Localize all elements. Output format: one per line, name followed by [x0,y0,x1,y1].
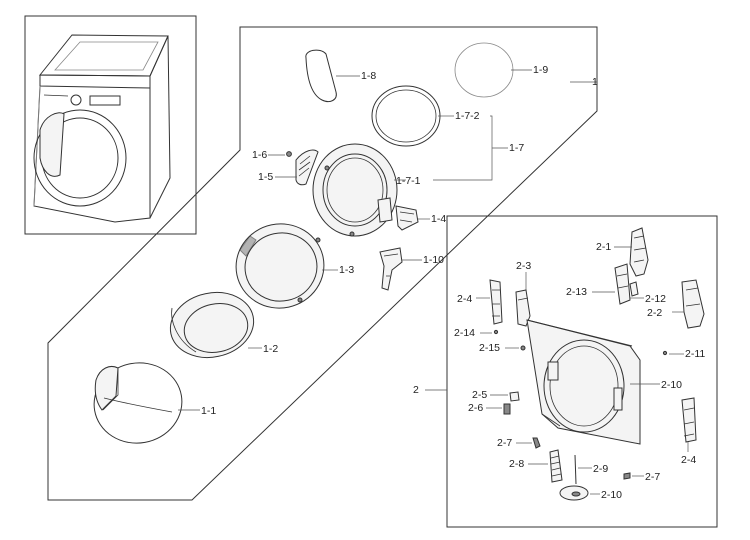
part-2-5-2-6-drawing [486,391,520,415]
callout-2: 2 [413,384,419,396]
callout-2-6: 2-6 [468,402,483,414]
control-panel-frame [446,215,718,528]
part-1-8-drawing [305,49,337,103]
part-1-5-drawing [275,149,319,186]
callout-2-10-panel: 2-10 [661,379,682,391]
callout-1-10: 1-10 [423,254,444,266]
callout-2-4-left: 2-4 [457,293,472,305]
part-2-3-drawing [515,272,531,327]
part-1-9-drawing [454,42,514,98]
part-2-10-panel-drawing [526,319,660,445]
callout-2-1: 2-1 [596,241,611,253]
callout-2-8: 2-8 [509,458,524,470]
part-2-4-left-drawing [476,279,503,325]
callout-2-12: 2-12 [645,293,666,305]
callout-1-5: 1-5 [258,171,273,183]
door-assembly-frame [47,26,598,501]
part-2-12-2-13-drawing [592,263,644,305]
callout-1: 1 [592,76,598,88]
callout-1-4: 1-4 [431,213,446,225]
callout-1-8: 1-8 [361,70,376,82]
part-1-7-bracket [433,115,508,181]
callout-2-15: 2-15 [479,342,500,354]
callout-1-1: 1-1 [201,405,216,417]
part-1-6-drawing [268,151,292,157]
part-1-7-2-drawing [371,85,441,147]
callout-1-9: 1-9 [533,64,548,76]
part-1-2-drawing [169,292,262,358]
part-1-3-drawing [235,223,338,309]
part-2-2-drawing [672,279,705,329]
part-2-8-drawing [528,449,563,483]
callout-2-11: 2-11 [685,348,705,360]
callout-2-7-right: 2-7 [645,471,660,483]
washer-overview-illustration [33,34,171,223]
callout-1-3: 1-3 [339,264,354,276]
part-1-1-drawing [93,362,200,444]
part-2-4-right-drawing [681,397,697,452]
callout-2-7-left: 2-7 [497,437,512,449]
part-2-9-drawing [574,454,592,485]
part-2-11-drawing [662,350,684,356]
part-1-4-drawing [395,205,430,231]
callout-1-7: 1-7 [509,142,524,154]
callout-2-14: 2-14 [454,327,475,339]
callout-2-4-right: 2-4 [681,454,696,466]
callout-2-3: 2-3 [516,260,531,272]
part-2-1-drawing [614,227,649,277]
callout-2-13: 2-13 [566,286,587,298]
part-2-14-2-15-drawing [480,329,526,351]
callout-2-10-knob: 2-10 [601,489,622,501]
washer-overview-panel [24,15,197,235]
part-2-10-knob-drawing [559,485,600,501]
callout-2-2: 2-2 [647,307,662,319]
callout-1-2: 1-2 [263,343,278,355]
part-1-7-1-drawing [312,143,406,237]
callout-1-7-1: 1-7-1 [396,175,421,187]
callout-2-5: 2-5 [472,389,487,401]
callout-1-7-2: 1-7-2 [455,110,480,122]
part-2-7-drawing [516,437,644,480]
callout-2-9: 2-9 [593,463,608,475]
callout-1-6: 1-6 [252,149,267,161]
part-1-10-drawing [379,247,422,291]
